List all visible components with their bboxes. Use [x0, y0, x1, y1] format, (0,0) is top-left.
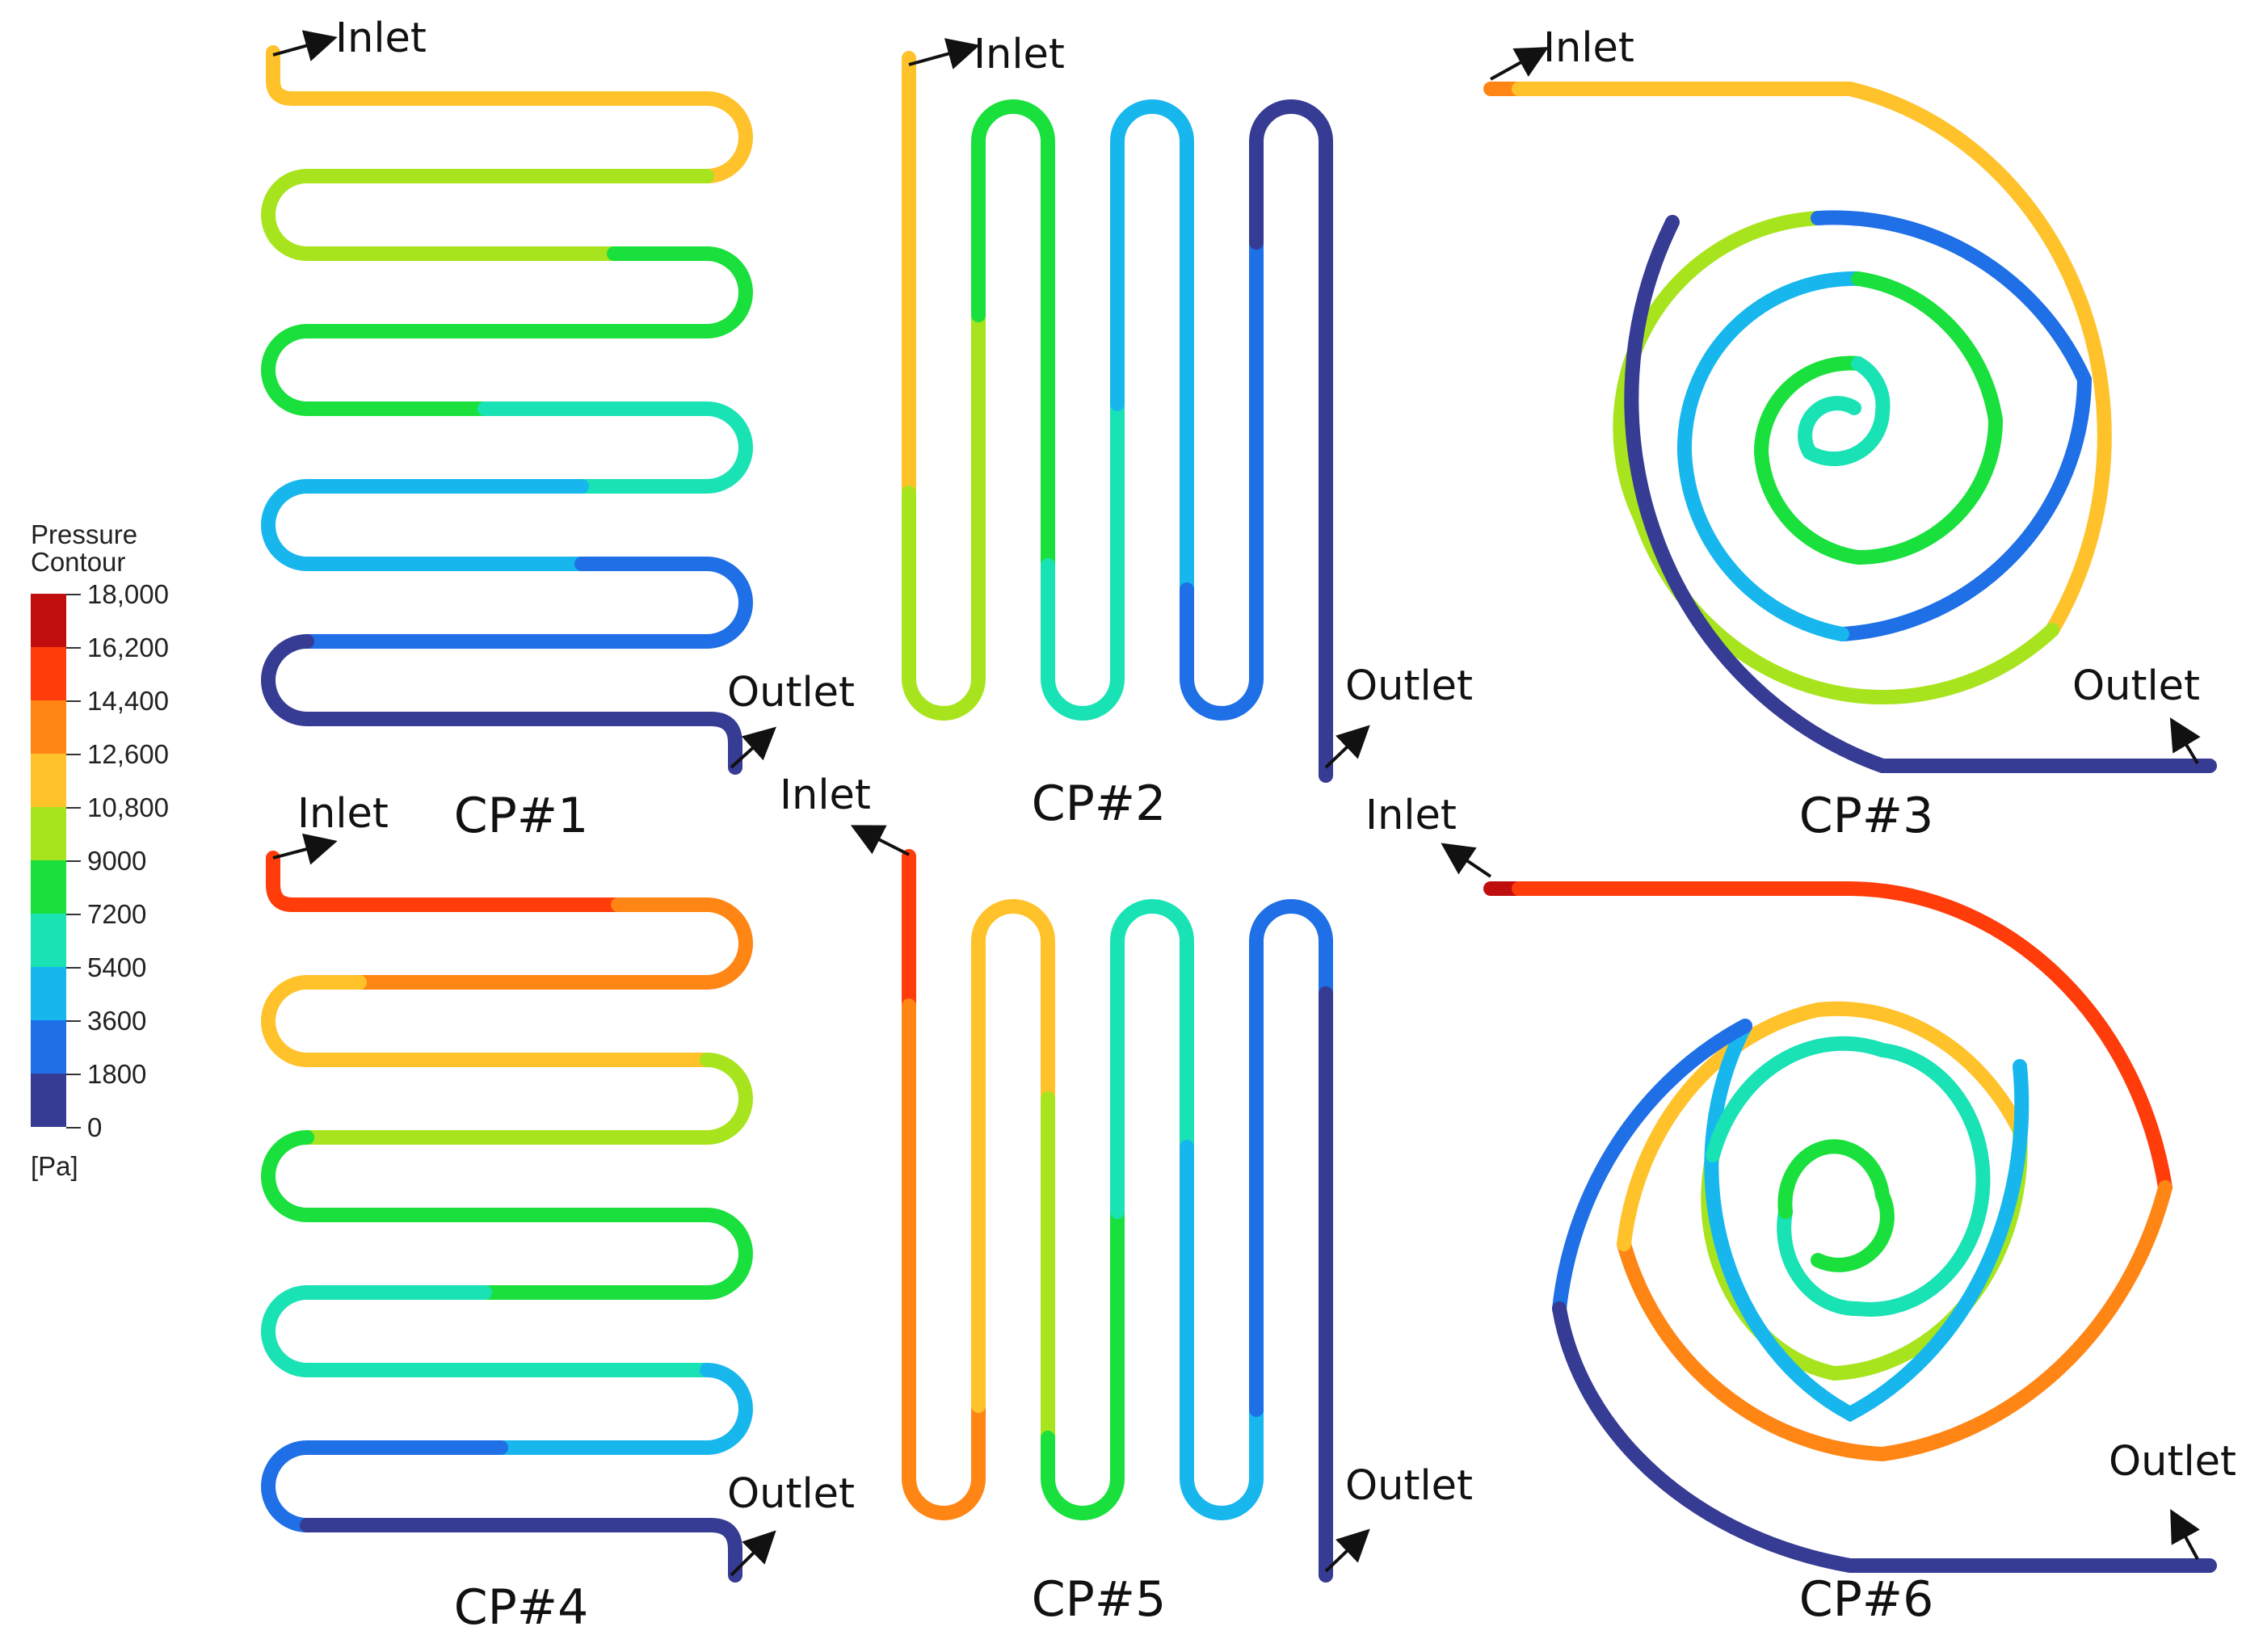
legend-title: Pressure — [31, 519, 138, 549]
legend-tick-mark — [66, 700, 81, 702]
cp2-outlet-label: Outlet — [1345, 662, 1474, 710]
legend-tick-label: 12,600 — [87, 739, 169, 769]
cp4-outlet-label: Outlet — [727, 1470, 856, 1518]
legend-tick-label: 5400 — [87, 952, 147, 982]
cp4-inlet-label: Inlet — [297, 790, 389, 838]
cp5-outlet-label: Outlet — [1345, 1462, 1474, 1510]
cp6-channel — [1483, 881, 2217, 1573]
cp1-outlet-label: Outlet — [727, 669, 856, 717]
legend-swatch — [31, 967, 66, 1020]
cp1-label: CP#1 — [453, 788, 589, 844]
legend-swatch — [31, 1020, 66, 1074]
legend-tick-label: 10,800 — [87, 792, 169, 822]
legend-tick-mark — [66, 967, 81, 969]
legend-tick-mark — [66, 807, 81, 809]
legend-tick-mark — [66, 1127, 81, 1129]
cp3-channel — [1483, 82, 2217, 773]
cp5-inlet-label: Inlet — [780, 771, 871, 819]
legend-tick-label: 1800 — [87, 1059, 147, 1089]
cp4-label: CP#4 — [453, 1579, 589, 1636]
cp1-channel — [261, 45, 753, 775]
cp2-inlet-label: Inlet — [974, 31, 1065, 78]
legend-tick-mark — [66, 1020, 81, 1022]
legend-tick-mark — [66, 860, 81, 862]
cp6-outlet-label: Outlet — [2109, 1438, 2237, 1486]
legend-swatch — [31, 1074, 66, 1127]
legend-tick-label: 9000 — [87, 846, 147, 876]
io-arrows — [272, 30, 2201, 1577]
legend-title-2: Contour — [31, 547, 126, 577]
legend-swatch — [31, 700, 66, 754]
legend-swatch — [31, 914, 66, 967]
legend-swatch — [31, 594, 66, 647]
legend-tick-label: 14,400 — [87, 686, 169, 716]
legend-tick-label: 16,200 — [87, 633, 169, 662]
cp4-channel — [261, 851, 753, 1583]
legend-tick-mark — [66, 914, 81, 915]
legend-swatch — [31, 647, 66, 700]
legend-tick-label: 18,000 — [87, 579, 169, 609]
cp5-label: CP#5 — [1031, 1571, 1167, 1628]
legend-swatch — [31, 860, 66, 914]
cp2-label: CP#2 — [1031, 776, 1167, 832]
legend-tick-mark — [66, 754, 81, 755]
cp3-label: CP#3 — [1798, 788, 1934, 844]
cp1-inlet-label: Inlet — [335, 15, 427, 62]
cp6-inlet-label: Inlet — [1365, 792, 1457, 839]
legend-unit: [Pa] — [31, 1151, 78, 1181]
cp3-outlet-label: Outlet — [2072, 662, 2201, 710]
legend-swatch — [31, 807, 66, 860]
cp2-channel — [902, 51, 1333, 783]
cp3-inlet-label: Inlet — [1543, 24, 1634, 72]
legend-tick-label: 0 — [87, 1112, 103, 1142]
cp6-label: CP#6 — [1798, 1571, 1934, 1628]
legend-tick-label: 3600 — [87, 1006, 147, 1036]
legend-tick-mark — [66, 647, 81, 649]
cp5-channel — [902, 849, 1333, 1583]
legend-tick-mark — [66, 594, 81, 595]
legend-tick-mark — [66, 1074, 81, 1075]
legend-tick-label: 7200 — [87, 899, 147, 929]
legend-swatch — [31, 754, 66, 807]
pressure-legend: Pressure Contour 18,000 16,200 14,400 12,60… — [0, 0, 210, 1212]
